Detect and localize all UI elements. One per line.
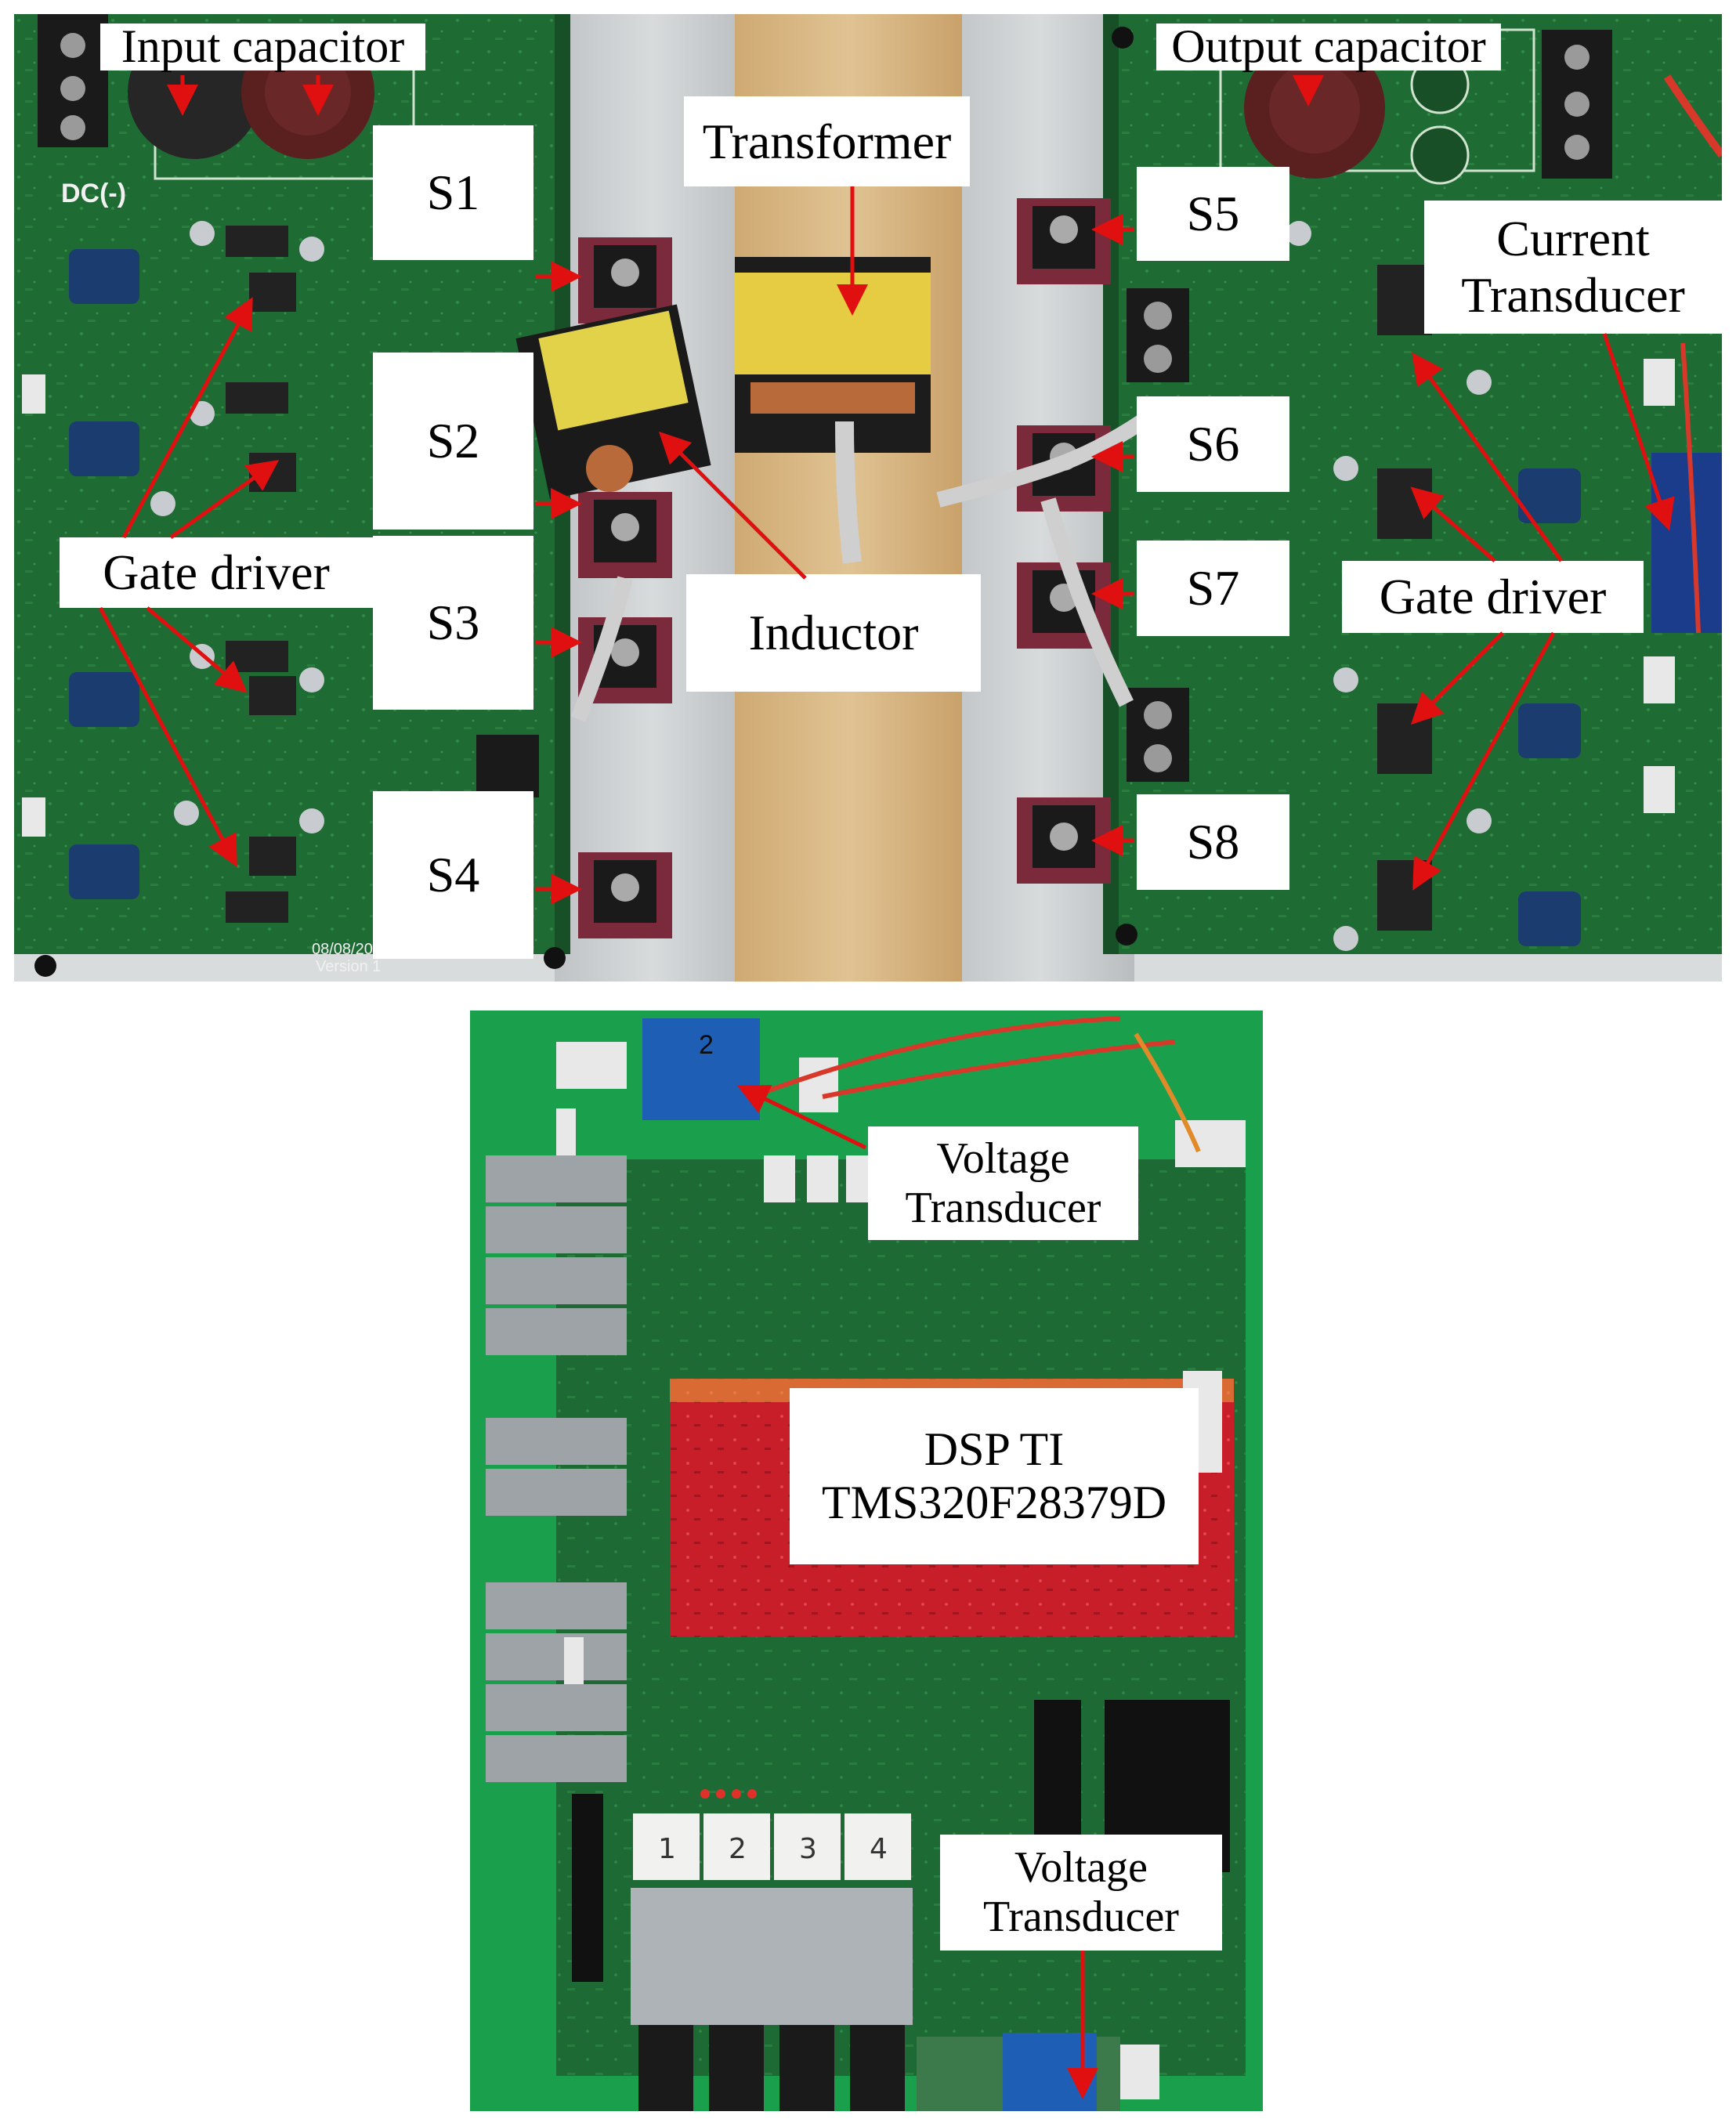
arrow-gate-left-2	[169, 460, 280, 540]
arrow-inductor	[658, 431, 807, 580]
top-photo: DC(-) 08/08/2020 Version 1 Input capacit…	[14, 14, 1722, 982]
arrow-gate-left-1	[121, 297, 253, 539]
silk-dc-minus: DC(-)	[61, 179, 126, 208]
inductor-label: Inductor	[686, 574, 981, 692]
channel-tag-1: 1	[658, 1833, 676, 1865]
top-annotation-arrows	[98, 75, 1675, 905]
arrow-gate-left-3	[146, 606, 248, 693]
silk-version: Version 1	[316, 958, 381, 975]
input-capacitor-label: Input capacitor	[100, 20, 425, 72]
gate-driver-left-label: Gate driver	[60, 537, 373, 608]
dsp-label: DSP TI TMS320F28379D	[790, 1388, 1199, 1564]
switch-s7-label: S7	[1137, 541, 1289, 636]
switch-s2-label: S2	[373, 353, 533, 530]
switch-s5-label: S5	[1137, 167, 1289, 261]
arrow-voltage-transducer-top	[736, 1085, 867, 1150]
bottom-photo: 2 1 2 3 4	[470, 1011, 1263, 2111]
switch-s3-label: S3	[373, 536, 533, 710]
bottom-annotation-arrows	[736, 1085, 1098, 2099]
switch-s4-label: S4	[373, 791, 533, 959]
arrow-gate-right-1	[1412, 352, 1564, 562]
gate-driver-right-label: Gate driver	[1342, 561, 1644, 633]
arrow-gate-right-2	[1410, 486, 1496, 562]
output-capacitor-label: Output capacitor	[1156, 20, 1501, 72]
voltage-transducer-bottom-label: Voltage Transducer	[940, 1835, 1222, 1951]
switch-s8-label: S8	[1137, 794, 1289, 890]
transducer-top-mark: 2	[699, 1030, 714, 1060]
arrow-gate-right-3	[1410, 631, 1504, 725]
switch-s1-label: S1	[373, 125, 533, 260]
current-transducer-label: Current Transducer	[1424, 201, 1722, 334]
voltage-transducer-top-label: Voltage Transducer	[868, 1126, 1138, 1240]
silk-date: 08/08/2020	[312, 941, 390, 958]
arrow-gate-left-4	[98, 606, 237, 867]
switch-s6-label: S6	[1137, 396, 1289, 492]
arrow-gate-right-4	[1412, 631, 1556, 891]
arrow-current-transducer	[1602, 333, 1675, 531]
channel-tag-2: 2	[729, 1833, 747, 1865]
transformer-label: Transformer	[684, 96, 970, 186]
channel-tag-4: 4	[870, 1833, 888, 1865]
channel-tag-3: 3	[799, 1833, 817, 1865]
